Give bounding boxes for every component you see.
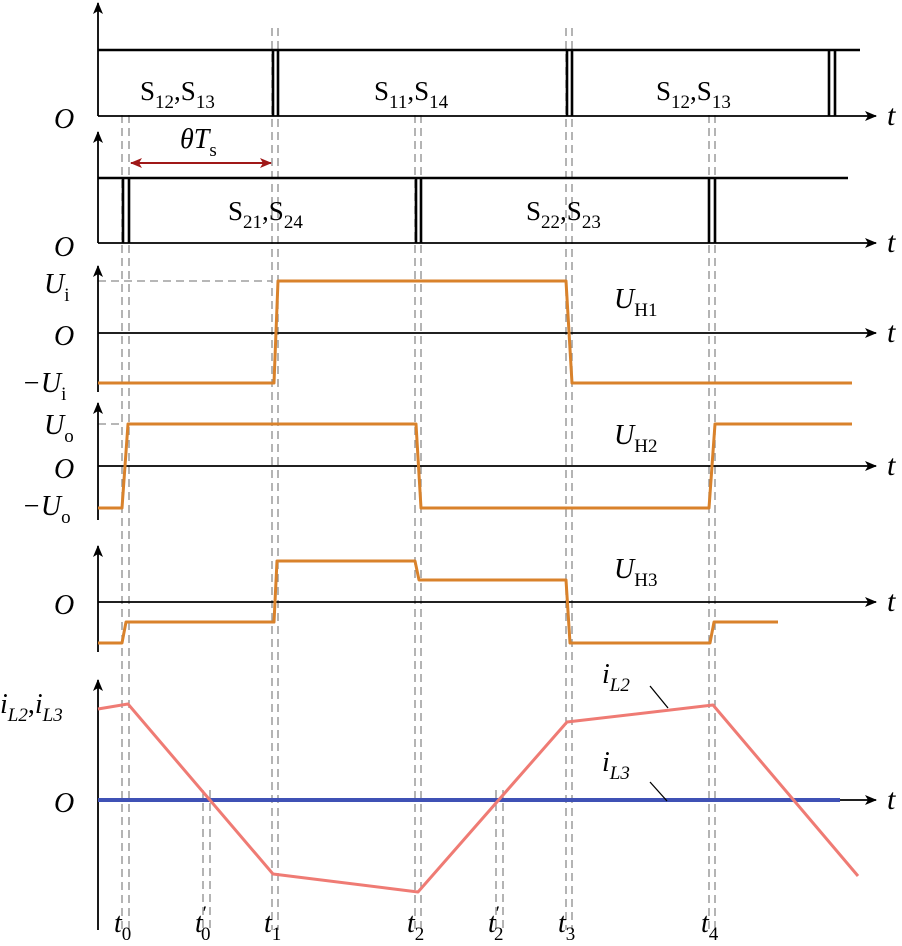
uh1-waveform	[98, 279, 852, 385]
il3-leader	[649, 781, 668, 802]
panel4-t-label: t	[887, 449, 896, 482]
panel6-origin-label: O	[54, 788, 74, 819]
phase-shift-label: θTs	[180, 124, 217, 161]
uh2-name-label: UH2	[614, 420, 657, 457]
time-label-t0-prime: t′0	[195, 903, 210, 945]
panel2-t-label: t	[887, 226, 896, 259]
uh2-pos-level-label: Uo	[44, 410, 74, 447]
reference-dashes	[98, 280, 272, 425]
switch-label-s12-s13-second: S12,S13	[656, 76, 731, 113]
time-label-t1: t1	[264, 908, 281, 945]
time-label-t3: t3	[558, 908, 575, 945]
panel1-gate-signal	[98, 48, 860, 116]
il2-curve	[97, 702, 860, 894]
panel2-gate-signal	[98, 176, 848, 243]
time-label-t0: t0	[114, 908, 131, 945]
panel4-origin-label: O	[54, 454, 74, 485]
uh2-neg-level-label: −Uo	[22, 491, 71, 528]
panel3-t-label: t	[887, 316, 896, 349]
current-axis-label: iL2,iL3	[0, 689, 63, 726]
time-label-t2: t2	[407, 908, 424, 945]
time-label-t4: t4	[701, 908, 719, 945]
il2-curve-label: iL2	[602, 659, 630, 696]
time-label-t2-prime: t′2	[488, 903, 503, 945]
panel5-t-label: t	[887, 585, 896, 618]
switch-label-s22-s23: S22,S23	[526, 196, 601, 233]
uh1-pos-level-label: Ui	[44, 269, 70, 306]
uh1-neg-level-label: −Ui	[22, 368, 66, 405]
il3-curve-label: iL3	[602, 747, 630, 784]
uh3-waveform	[98, 559, 778, 645]
uh1-name-label: UH1	[614, 284, 657, 321]
panel3-origin-label: O	[54, 321, 74, 352]
panel2-origin-label: O	[54, 232, 74, 263]
panel1-t-label: t	[887, 99, 896, 132]
panel5-origin-label: O	[54, 590, 74, 621]
uh2-waveform	[98, 422, 852, 510]
switch-label-s21-s24: S21,S24	[228, 196, 303, 233]
panel6-t-label: t	[887, 783, 896, 816]
uh3-name-label: UH3	[614, 554, 657, 591]
switch-label-s12-s13-first: S12,S13	[140, 76, 215, 113]
panel1-origin-label: O	[54, 104, 74, 135]
switch-label-s11-s14: S11,S14	[374, 76, 449, 113]
il2-leader	[649, 685, 669, 709]
